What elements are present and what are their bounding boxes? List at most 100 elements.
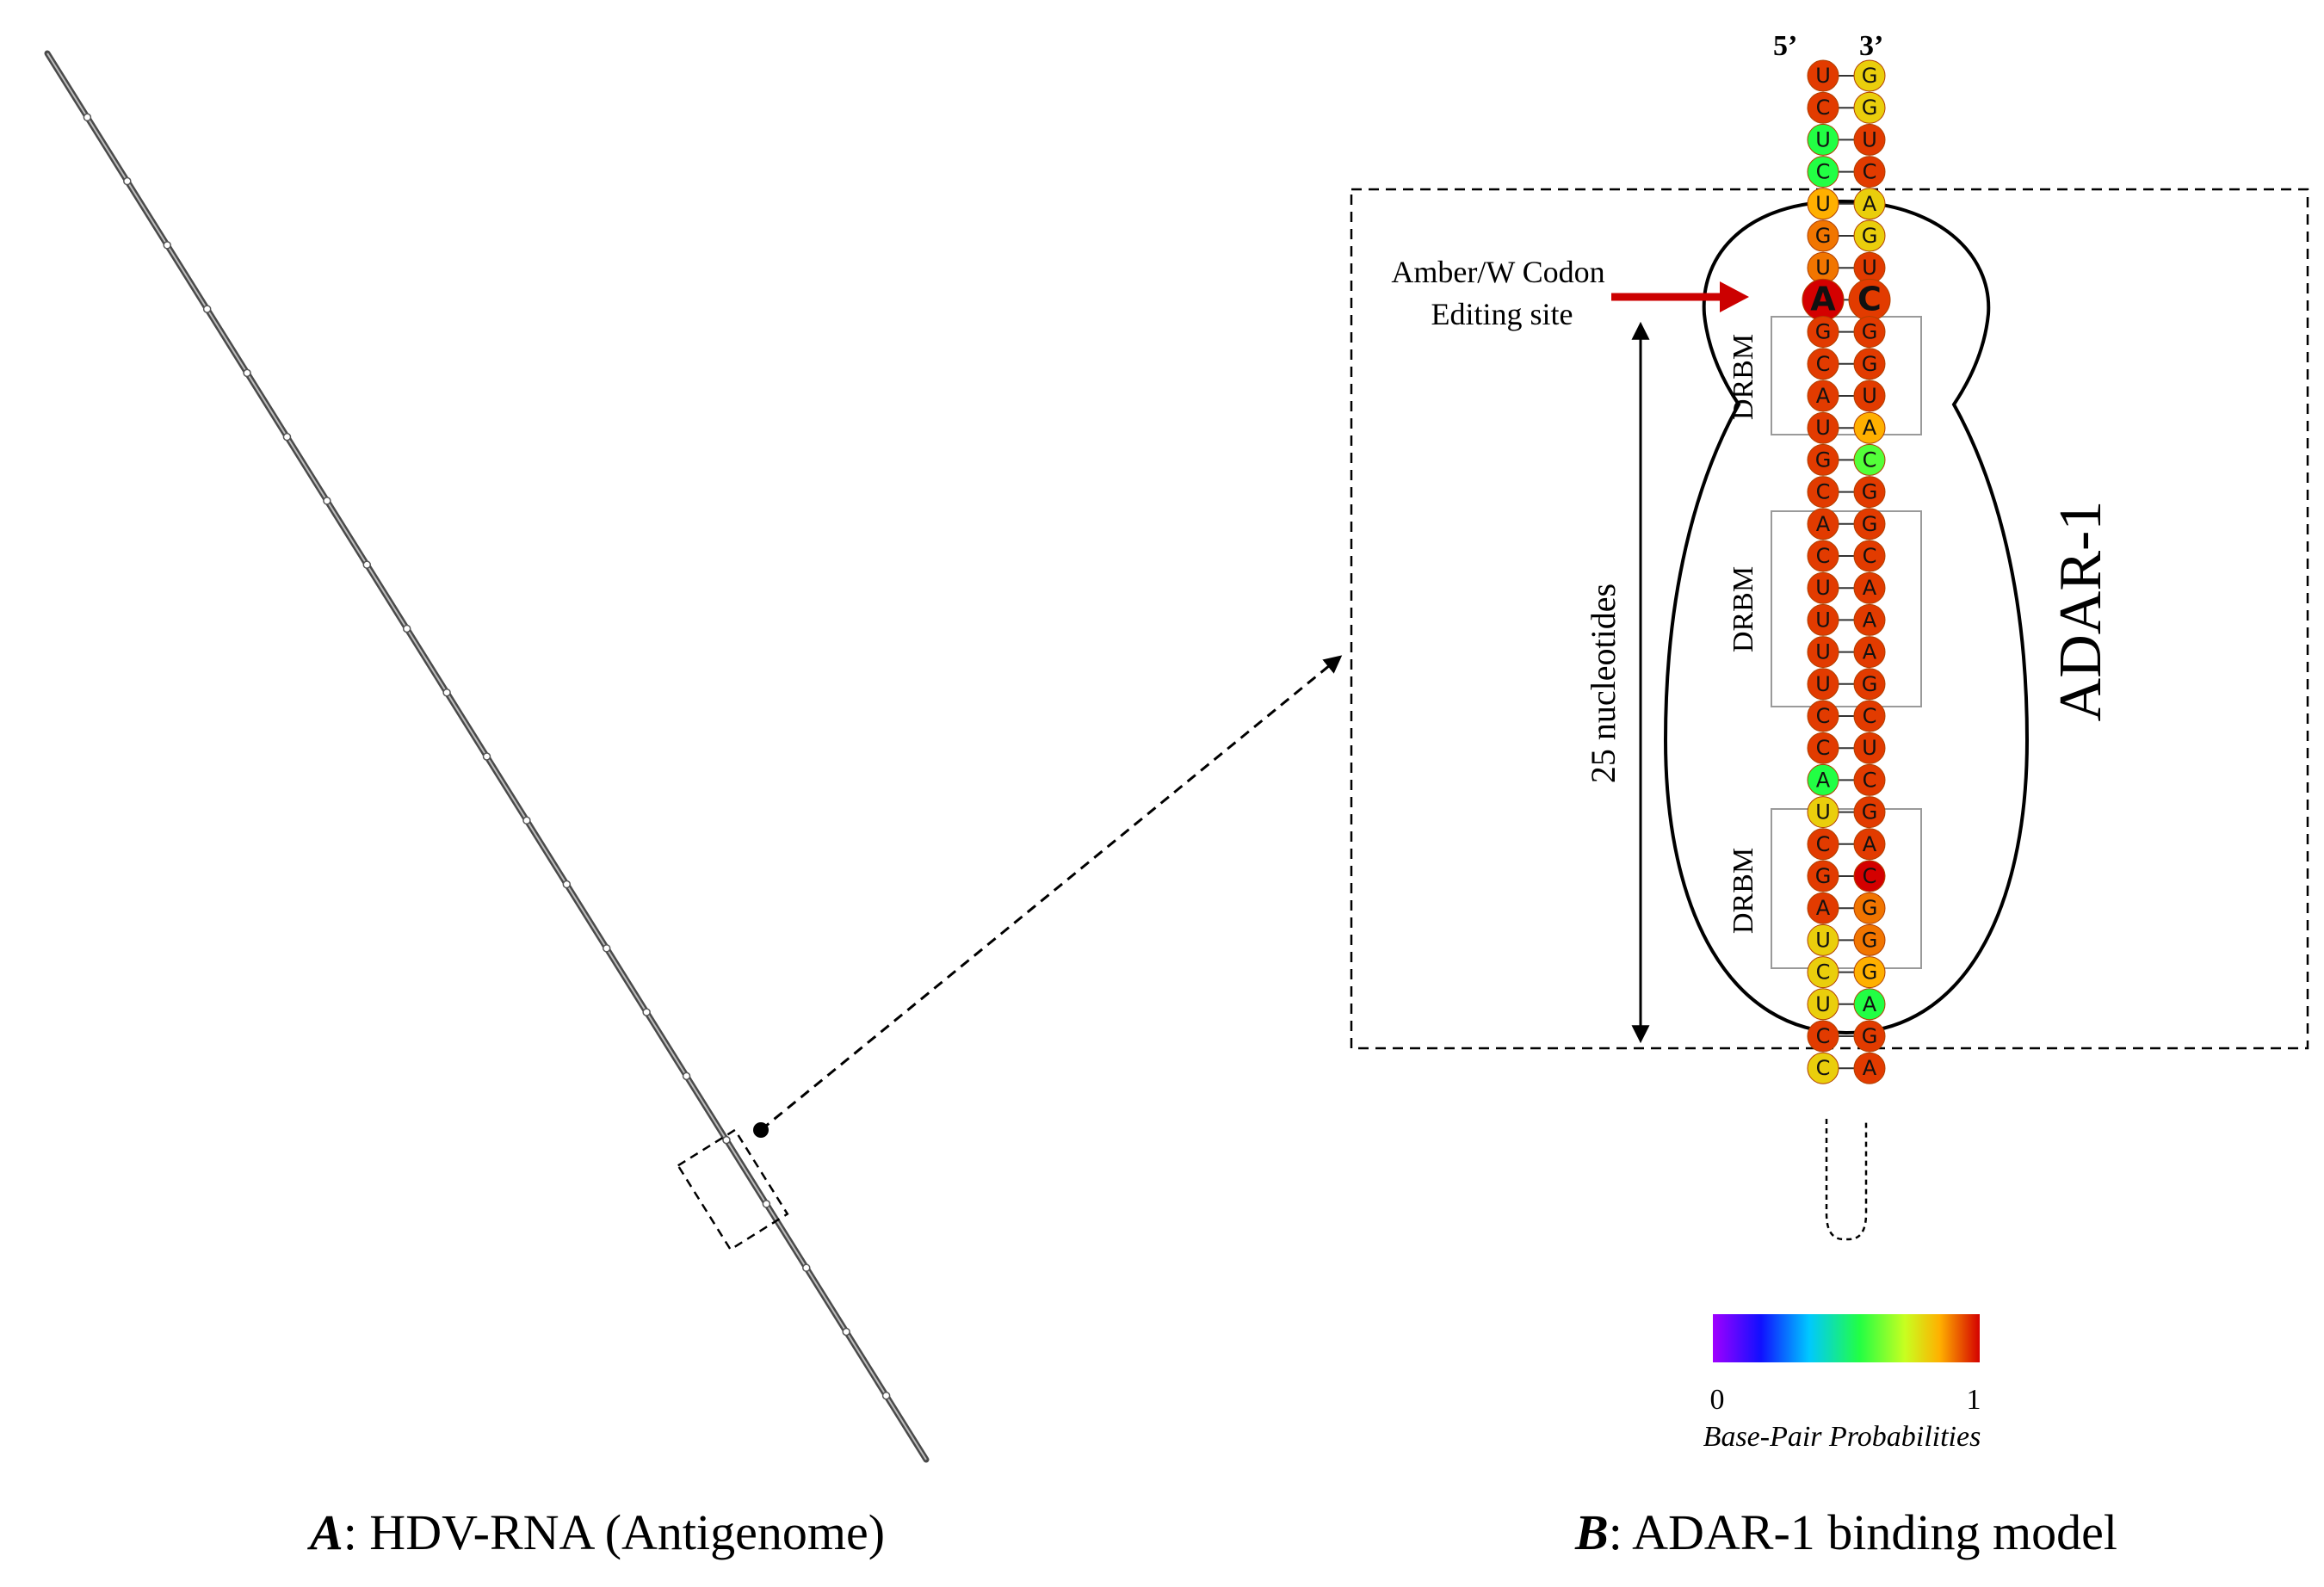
nucleotide-letter: G xyxy=(1862,480,1878,504)
nucleotide-left xyxy=(1807,603,1839,636)
nucleotide-right xyxy=(1853,603,1886,636)
nucleotide-letter: C xyxy=(1863,704,1877,728)
nucleotide-right xyxy=(1853,443,1886,476)
nucleotide-right xyxy=(1853,380,1886,412)
nucleotide-letter: A xyxy=(1810,280,1836,318)
nucleotide-left xyxy=(1807,1052,1839,1084)
nucleotide-left xyxy=(1807,123,1839,156)
nucleotide-letter: U xyxy=(1862,256,1877,280)
rna-stem: UCUCUGUAGCAUGCACUUUUCCAUCGAUCUCCGGUCAGUC… xyxy=(1802,59,1891,1241)
rod-bulge xyxy=(282,432,292,442)
nucleotide-left xyxy=(1807,763,1839,796)
nucleotide-right xyxy=(1853,956,1886,989)
nucleotide-left xyxy=(1807,508,1839,540)
nucleotide-letter: A xyxy=(1863,416,1877,440)
nucleotide-letter: U xyxy=(1815,672,1831,696)
nucleotide-left xyxy=(1807,380,1839,412)
nucleotide-letter: U xyxy=(1815,992,1831,1016)
nucleotide-letter: G xyxy=(1815,448,1832,472)
rod-bulge xyxy=(562,880,572,889)
nucleotide-left xyxy=(1807,219,1839,252)
nucleotide-letter: A xyxy=(1863,1056,1877,1080)
nucleotide-right xyxy=(1853,571,1886,604)
nucleotide-letter: A xyxy=(1863,640,1877,664)
nucleotide-left xyxy=(1807,348,1839,380)
nucleotide-left xyxy=(1807,860,1839,892)
rod-bulge xyxy=(522,816,531,825)
nucleotide-letter: A xyxy=(1863,608,1877,632)
panel-a-caption: A: HDV-RNA (Antigenome) xyxy=(307,1504,885,1560)
rod-bulge xyxy=(243,368,251,378)
nucleotide-right xyxy=(1853,860,1886,892)
nucleotide-right xyxy=(1853,988,1886,1021)
rod-bulge xyxy=(323,497,331,505)
nucleotide-right xyxy=(1853,316,1886,349)
nucleotide-letter: G xyxy=(1862,1024,1878,1048)
nucleotide-letter: C xyxy=(1816,544,1831,568)
terminal-loop xyxy=(1825,1119,1868,1241)
nucleotide-letter: G xyxy=(1862,320,1878,344)
nucleotide-left xyxy=(1807,59,1839,92)
nucleotide-letter: G xyxy=(1815,864,1832,888)
nucleotide-letter: G xyxy=(1862,896,1878,920)
nucleotide-left xyxy=(1807,828,1839,861)
nucleotide-left xyxy=(1807,732,1839,764)
nucleotide-right xyxy=(1853,348,1886,380)
nucleotide-right xyxy=(1853,188,1886,220)
rod-bulge xyxy=(881,1391,891,1400)
drbm-box-2 xyxy=(1771,510,1922,707)
rod-bulge xyxy=(482,752,491,761)
nucleotide-letter: G xyxy=(1862,352,1878,376)
nucleotide-right xyxy=(1853,1052,1886,1084)
nucleotide-letter: U xyxy=(1815,256,1831,280)
nucleotide-letter: G xyxy=(1862,64,1878,88)
nucleotide-right xyxy=(1853,91,1886,124)
nucleotide-right xyxy=(1853,411,1886,444)
rod-bulge xyxy=(762,1200,771,1208)
panel-b-caption: B: ADAR-1 binding model xyxy=(1574,1504,2117,1560)
nucleotide-letter: G xyxy=(1862,960,1878,985)
nucleotide-letter: A xyxy=(1816,384,1831,408)
nucleotide-left xyxy=(1807,188,1839,220)
nucleotide-right xyxy=(1853,123,1886,156)
nucleotide-left xyxy=(1807,796,1839,829)
nucleotide-right xyxy=(1853,763,1886,796)
colorbar-max-label: 1 xyxy=(1967,1384,1981,1416)
nucleotide-right xyxy=(1853,1020,1886,1053)
nucleotide-letter: A xyxy=(1863,832,1877,856)
nucleotide-left xyxy=(1807,91,1839,124)
nucleotide-letter: G xyxy=(1815,224,1832,248)
nucleotide-left xyxy=(1807,636,1839,669)
nucleotide-right xyxy=(1853,923,1886,956)
nucleotide-letter: U xyxy=(1815,576,1831,600)
nucleotide-right xyxy=(1853,508,1886,540)
nucleotide-letter: C xyxy=(1816,1024,1831,1048)
nucleotide-right xyxy=(1853,156,1886,188)
nucleotide-letter: C xyxy=(1816,736,1831,760)
colorbar-title: Base-Pair Probabilities xyxy=(1703,1421,1981,1453)
nucleotide-letter: C xyxy=(1816,704,1831,728)
nucleotide-left xyxy=(1807,700,1839,732)
nucleotide-letter: G xyxy=(1862,928,1878,952)
nucleotide-letter: C xyxy=(1816,160,1831,184)
nucleotide-left xyxy=(1807,892,1839,924)
nucleotide-right xyxy=(1853,59,1886,92)
rod-bulge xyxy=(842,1327,850,1337)
nucleotide-left xyxy=(1807,571,1839,604)
nucleotide-right xyxy=(1853,476,1886,509)
nucleotide-letter: C xyxy=(1863,160,1877,184)
rod-bulge xyxy=(402,624,411,633)
nucleotide-letter: C xyxy=(1816,1056,1831,1080)
zoom-arrow xyxy=(760,655,1343,1132)
rod-bulge xyxy=(802,1263,811,1272)
nucleotide-letter: U xyxy=(1815,800,1831,824)
nucleotide-letter: U xyxy=(1862,736,1877,760)
nucleotide-letter: C xyxy=(1863,864,1877,888)
nucleotide-left xyxy=(1807,1020,1839,1053)
nucleotide-letter: C xyxy=(1857,280,1882,318)
nucleotide-letter: U xyxy=(1815,127,1831,151)
nucleotide-letter: G xyxy=(1815,320,1832,344)
rod-bulge xyxy=(682,1071,691,1081)
nucleotide-left xyxy=(1807,156,1839,188)
